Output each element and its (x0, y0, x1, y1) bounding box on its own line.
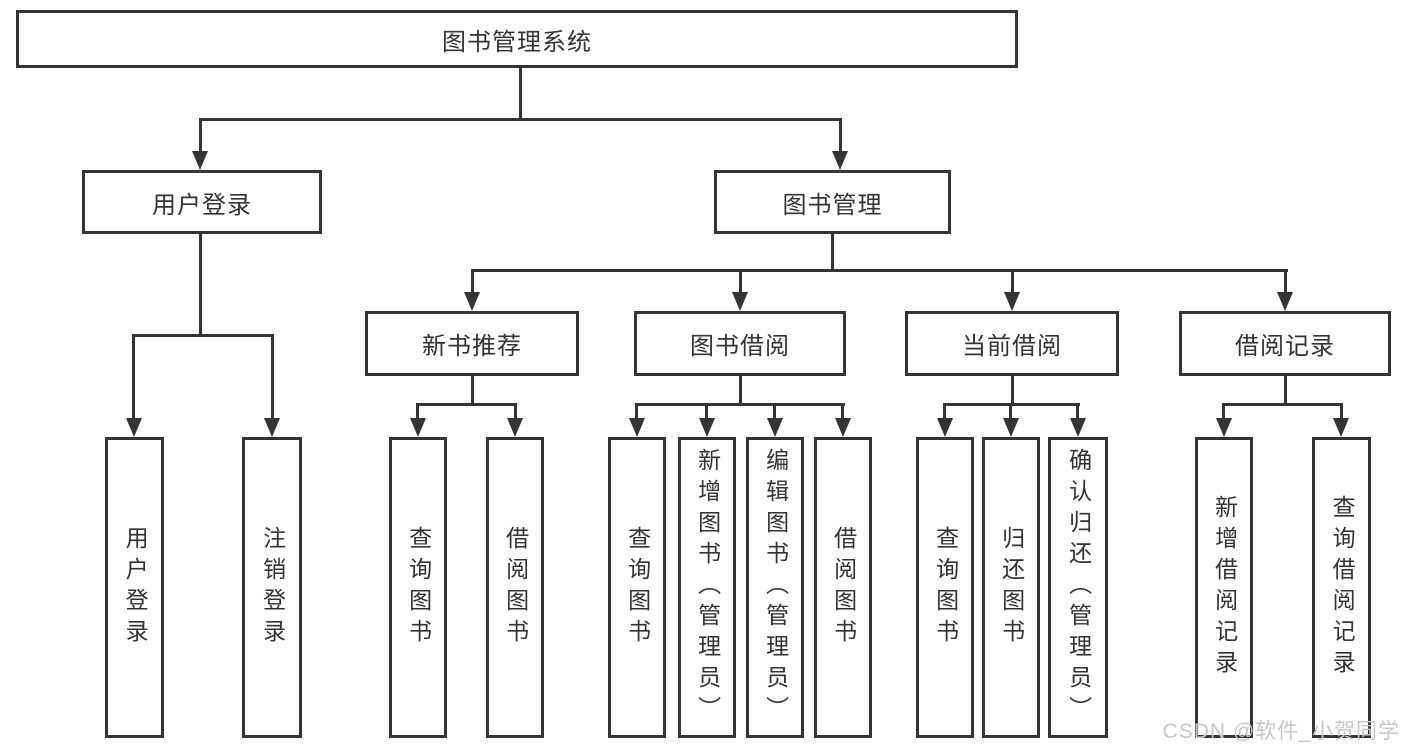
leaf-current-confirm-return-admin: 确认归还（管理员） (1048, 437, 1108, 738)
connector-line (943, 403, 946, 424)
arrowhead-down-icon (192, 151, 208, 170)
leaf-borrowing-borrow-books: 借阅图书 (814, 437, 872, 738)
connector-line (739, 269, 742, 300)
leaf-borrowing-add-books-admin: 新增图书（管理员） (678, 437, 736, 738)
connector-line (739, 376, 742, 406)
leaf-label: 新增借阅记录 (1211, 494, 1238, 681)
leaf-current-return-books: 归还图书 (982, 437, 1040, 738)
connector-line (519, 68, 522, 121)
arrowhead-down-icon (410, 418, 426, 437)
connector-line (271, 334, 274, 424)
leaf-records-add-record: 新增借阅记录 (1195, 437, 1253, 738)
leaf-label: 查询图书 (932, 525, 959, 650)
connector-line (1011, 269, 1014, 300)
connector-line (132, 334, 274, 337)
arrowhead-down-icon (835, 418, 851, 437)
node-book-borrowing: 图书借阅 (634, 311, 846, 376)
arrowhead-down-icon (1333, 418, 1349, 437)
connector-line (705, 403, 708, 424)
connector-line (199, 118, 842, 121)
leaf-label: 查询借阅记录 (1329, 494, 1356, 681)
leaf-label: 编辑图书（管理员） (762, 448, 789, 727)
arrowhead-down-icon (1003, 418, 1019, 437)
leaf-label: 注销登录 (259, 525, 286, 650)
connector-line (635, 403, 638, 424)
leaf-borrowing-edit-books-admin: 编辑图书（管理员） (746, 437, 804, 738)
arrowhead-down-icon (767, 418, 783, 437)
connector-line (416, 403, 517, 406)
leaf-label: 借阅图书 (502, 525, 529, 650)
leaf-label: 查询图书 (405, 525, 432, 650)
leaf-current-query-books: 查询图书 (916, 437, 974, 738)
arrowhead-down-icon (464, 292, 480, 311)
leaf-user-login: 用户登录 (105, 437, 164, 738)
connector-line (773, 403, 776, 424)
connector-line (1011, 376, 1014, 406)
connector-line (514, 403, 517, 424)
leaf-label: 确认归还（管理员） (1065, 448, 1092, 727)
connector-line (1284, 376, 1287, 406)
leaf-borrowing-query-books: 查询图书 (608, 437, 666, 738)
node-book-management: 图书管理 (714, 170, 951, 234)
leaf-label: 借阅图书 (830, 525, 857, 650)
leaf-label: 新增图书（管理员） (694, 448, 721, 727)
connector-line (416, 403, 419, 424)
arrowhead-down-icon (1216, 418, 1232, 437)
connector-line (635, 403, 845, 406)
leaf-label: 查询图书 (624, 525, 651, 650)
arrowhead-down-icon (264, 418, 280, 437)
node-new-book-recommend: 新书推荐 (365, 311, 579, 376)
node-user-login: 用户登录 (82, 170, 322, 234)
leaf-label: 归还图书 (998, 525, 1025, 650)
connector-line (132, 334, 135, 424)
leaf-records-query-record: 查询借阅记录 (1312, 437, 1371, 738)
connector-line (831, 234, 834, 272)
connector-line (471, 269, 1288, 272)
node-borrowing-records: 借阅记录 (1179, 311, 1391, 376)
arrowhead-down-icon (507, 418, 523, 437)
arrowhead-down-icon (732, 292, 748, 311)
connector-line (471, 376, 474, 406)
arrowhead-down-icon (1277, 292, 1293, 311)
arrowhead-down-icon (1070, 418, 1086, 437)
connector-line (199, 234, 202, 337)
connector-line (1222, 403, 1225, 424)
connector-line (1222, 403, 1343, 406)
connector-line (1340, 403, 1343, 424)
connector-line (1009, 403, 1012, 424)
node-root: 图书管理系统 (16, 10, 1018, 68)
leaf-label: 用户登录 (122, 525, 149, 650)
node-current-borrowing: 当前借阅 (905, 311, 1119, 376)
arrowhead-down-icon (832, 151, 848, 170)
connector-line (471, 269, 474, 300)
arrowhead-down-icon (937, 418, 953, 437)
arrowhead-down-icon (699, 418, 715, 437)
connector-line (839, 118, 842, 158)
arrowhead-down-icon (1004, 292, 1020, 311)
leaf-recommend-query-books: 查询图书 (389, 437, 447, 738)
connector-line (1076, 403, 1079, 424)
connector-line (199, 118, 202, 158)
leaf-recommend-borrow-books: 借阅图书 (486, 437, 544, 738)
leaf-logout: 注销登录 (242, 437, 302, 738)
arrowhead-down-icon (629, 418, 645, 437)
connector-line (841, 403, 844, 424)
connector-line (1284, 269, 1287, 300)
watermark: CSDN @软件_小贺同学 (1162, 720, 1400, 743)
arrowhead-down-icon (126, 418, 142, 437)
